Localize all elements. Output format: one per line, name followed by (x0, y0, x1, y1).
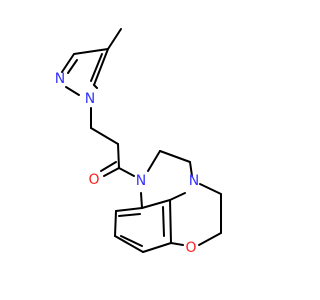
atom-bridge-nitrogen: N (189, 173, 199, 189)
bond-c4-c5-inner (90, 53, 103, 82)
bond-c7-c8-inner (120, 235, 143, 247)
bond-carbonyl-n (118, 167, 135, 177)
bond-n-arc1 (140, 192, 143, 209)
atom-pyrazole-n2: N (55, 71, 65, 87)
bond-n1-c5 (93, 84, 98, 89)
atom-ether-oxygen: O (185, 240, 196, 256)
bond-methyl (107, 28, 122, 50)
bond-c4-c3 (73, 48, 109, 55)
bond-ch2a-ch2b (159, 150, 191, 163)
atom-pyrazole-n1: N (85, 91, 95, 107)
bond-c-o-1 (103, 167, 120, 177)
bond-ch2b-nbridge (189, 161, 193, 177)
bond-n-ch2a (147, 150, 161, 172)
bond-n2-n1 (65, 86, 80, 96)
bond-o-arc3 (170, 242, 184, 246)
bond-c7-c8 (114, 235, 144, 253)
bond-c6-c7 (114, 210, 117, 237)
bond-ch2-ch2 (90, 127, 119, 145)
bond-ch2d-o (198, 232, 222, 246)
atom-labels: N N O N N O (55, 71, 199, 256)
bond-arc2-arc3-inner (162, 206, 165, 237)
bond-c-o-2 (100, 161, 117, 172)
bond-ch2-carbonyl (117, 143, 120, 169)
bond-nbridge-ch2c (199, 183, 222, 195)
bond-c8-arc3 (142, 242, 172, 253)
bond-c4-c5 (93, 48, 109, 86)
bond-arc1-c6 (115, 207, 143, 212)
bond-arc1-arc2 (141, 199, 171, 209)
molecule-canvas: N N O N N O (54, 28, 222, 256)
bond-arc2-arc3 (169, 199, 172, 244)
bond-nbridge-arc2 (169, 192, 186, 201)
atom-carbonyl-oxygen: O (88, 172, 99, 188)
bond-c3-n2 (61, 53, 75, 73)
bond-c3-n2-inner (67, 59, 78, 74)
bonds (61, 28, 222, 253)
molecule-structure: N N O N N O (55, 28, 222, 256)
bond-arc1-c6-inner (118, 213, 141, 217)
atom-amide-nitrogen: N (136, 173, 146, 189)
